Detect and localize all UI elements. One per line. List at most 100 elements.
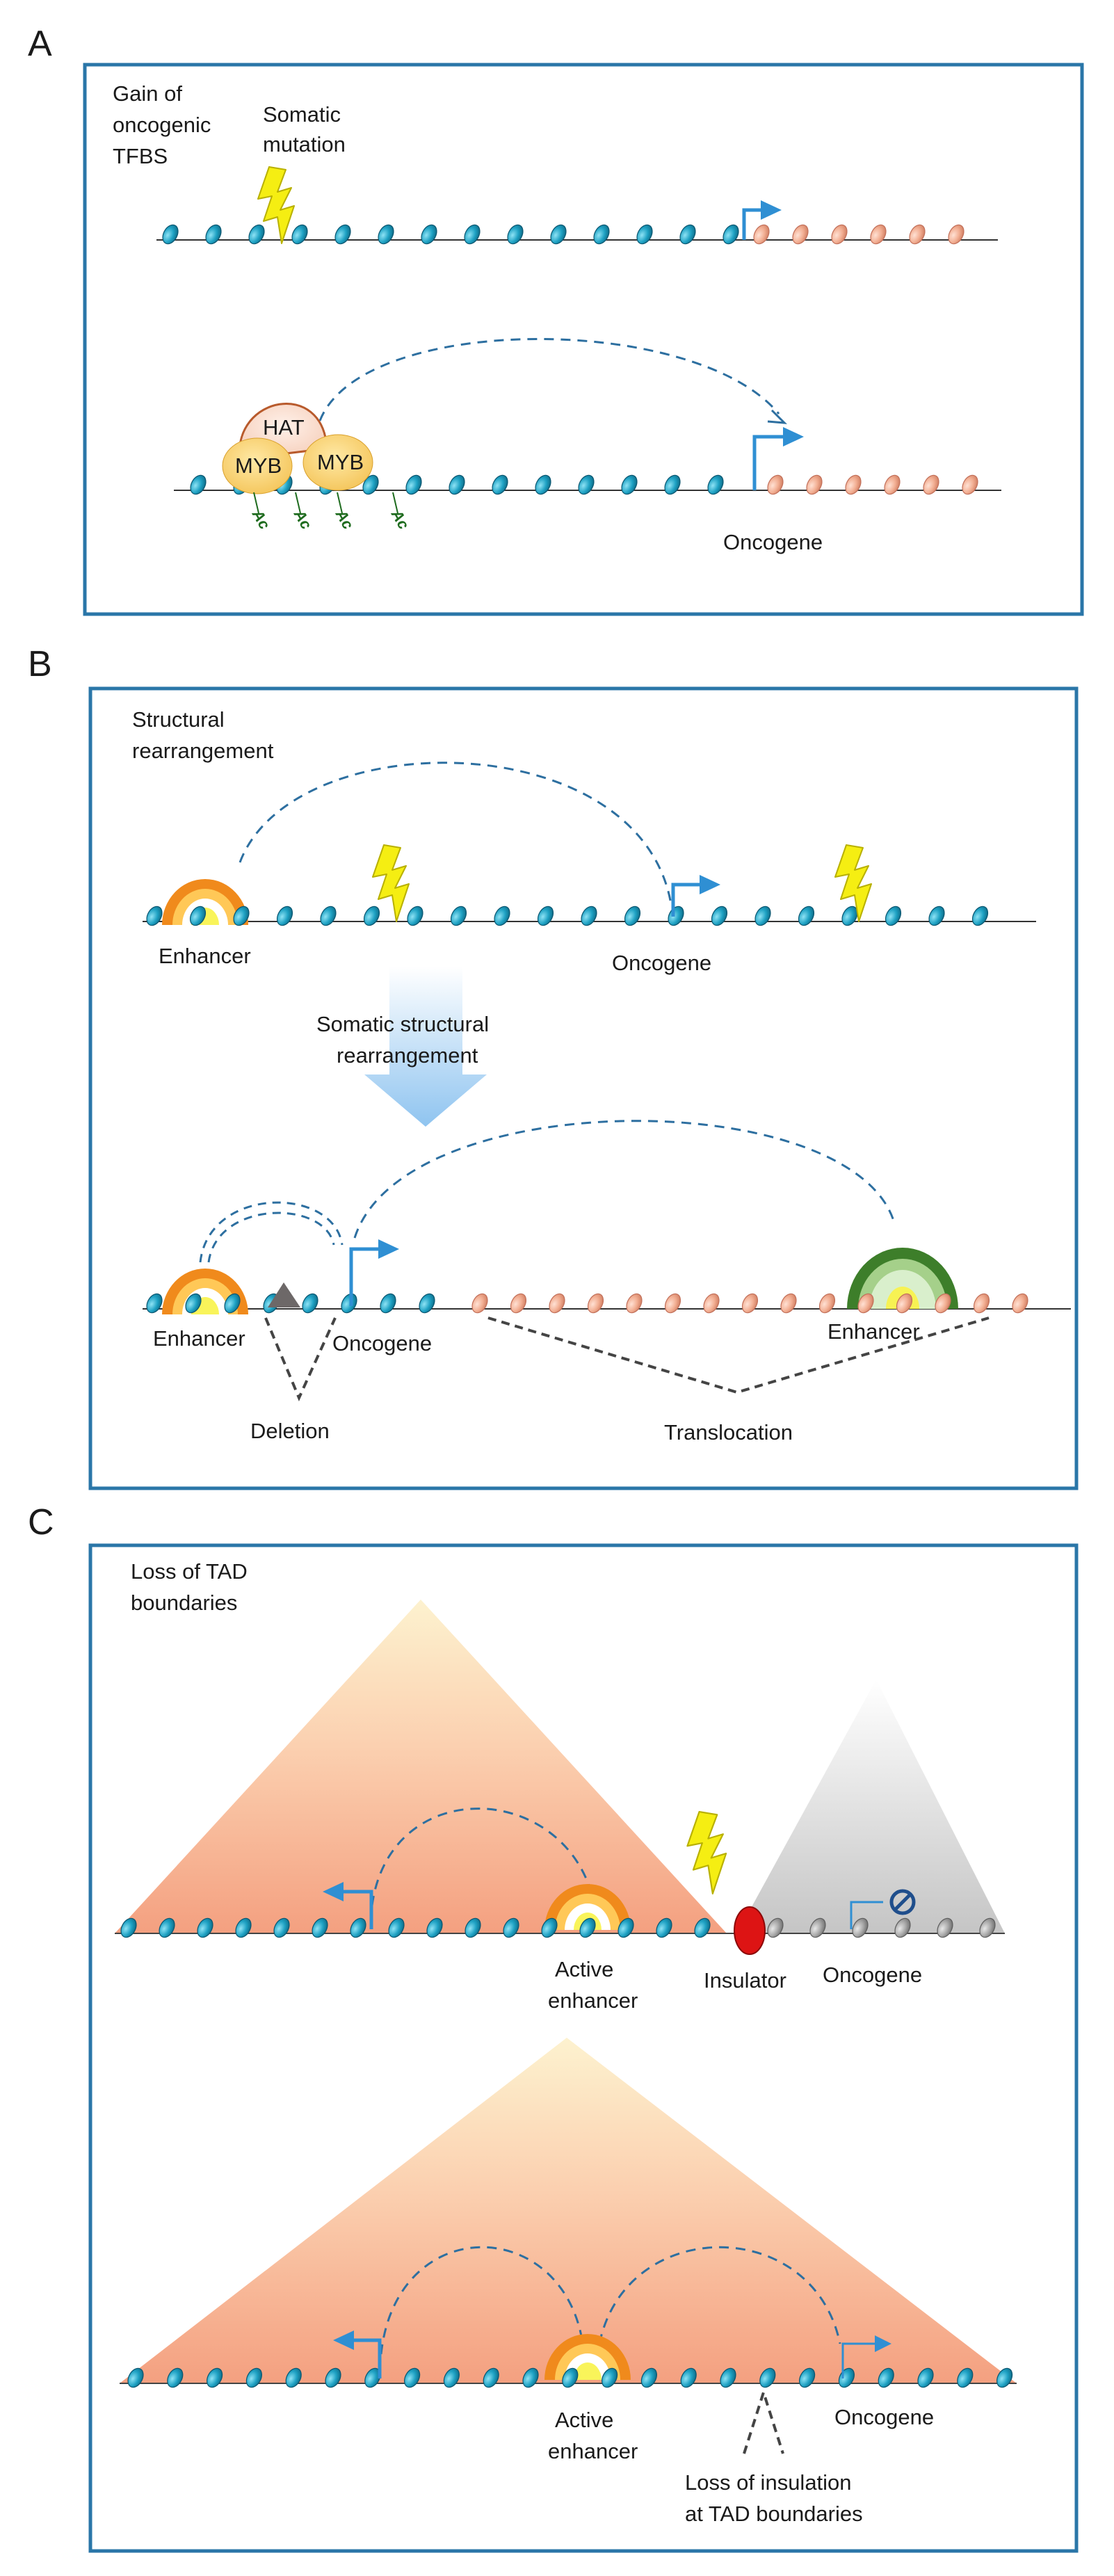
panel-b-frame <box>88 686 1079 1490</box>
panel-label-c: C <box>28 1502 54 1543</box>
nucleosome-gene <box>944 221 968 248</box>
active-enhancer-label-line2: enhancer <box>548 1988 638 2013</box>
nucleosome-active <box>374 221 398 248</box>
hat-label: HAT <box>263 415 305 440</box>
nucleosome-gene <box>1008 1290 1032 1317</box>
nucleosome-active <box>503 221 527 248</box>
nucleosome-active <box>202 221 225 248</box>
panel-b-bottom-strand: Enhancer Oncogene Enhancer Deletion Tran… <box>143 1120 1071 1444</box>
panel-a-title: Gain of oncogenic TFBS <box>113 81 211 168</box>
nucleosome-gene <box>828 221 851 248</box>
nucleosome-active <box>460 221 484 248</box>
nucleosome-gene <box>468 1290 492 1317</box>
nucleosome-active <box>704 472 727 498</box>
tss-arrow-icon <box>323 1882 373 1929</box>
nucleosome-active <box>676 221 700 248</box>
panel-a-bottom-strand: HAT MYB MYB Ac Ac Ac Ac <box>174 338 1001 554</box>
translocation-label: Translocation <box>664 1420 793 1444</box>
nucleosome-active <box>186 472 210 498</box>
nucleosome-gene <box>789 221 812 248</box>
nucleosome-gene <box>738 1290 761 1317</box>
rearrangement-arrow-icon <box>364 967 487 1127</box>
nucleosome-active <box>298 1290 322 1317</box>
myb-protein-1: MYB <box>222 437 293 494</box>
nucleosome-active <box>795 903 818 929</box>
nucleosome-gene-group <box>764 472 982 498</box>
nucleosome-active <box>316 903 340 929</box>
nucleosome-gene <box>905 221 929 248</box>
nucleosome-active <box>577 903 601 929</box>
nucleosome-active <box>590 221 613 248</box>
nucleosome-active <box>751 903 775 929</box>
rearrangement-label-line2: rearrangement <box>337 1043 478 1068</box>
nucleosome-active <box>664 903 688 929</box>
tss-arrow-icon <box>349 1239 399 1306</box>
nucleosome-active <box>337 1290 361 1317</box>
nucleosome-active <box>882 903 905 929</box>
nucleosome-gene <box>507 1290 530 1317</box>
nucleosome-gene <box>880 472 904 498</box>
nucleosome-gene <box>750 221 773 248</box>
panel-c-lower: Active enhancer Oncogene Loss of insulat… <box>120 2038 1017 2526</box>
somatic-mutation-line2: mutation <box>263 132 346 156</box>
panel-label-b: B <box>28 644 52 684</box>
nucleosome-active <box>574 472 598 498</box>
oncogene-label-c-top: Oncogene <box>823 1963 922 1987</box>
panel-a-title-line2: oncogenic <box>113 113 211 137</box>
deletion-marker-icon <box>268 1282 300 1307</box>
panel-a-title-line3: TFBS <box>113 144 168 168</box>
nucleosome-active <box>415 1290 439 1317</box>
enhancer-oncogene-loop <box>207 1211 335 1263</box>
tss-arrow-icon <box>671 875 720 917</box>
tss-arrow-icon <box>742 200 782 240</box>
myb-protein-2: MYB <box>302 434 373 491</box>
enhancer-label-b-bottom-right: Enhancer <box>828 1319 920 1344</box>
nucleosome-gene <box>622 1290 646 1317</box>
enhancer-label-b-bottom-left: Enhancer <box>153 1326 245 1351</box>
nucleosome-active <box>447 903 470 929</box>
nucleosome-gene <box>545 1290 569 1317</box>
nucleosome-gene <box>584 1290 607 1317</box>
enhancer-promoter-loop <box>318 338 780 421</box>
tss-arrow-icon <box>333 2331 382 2378</box>
nucleosome-active <box>159 221 182 248</box>
nucleosome-active <box>547 221 570 248</box>
acetylation-marks: Ac Ac Ac Ac <box>248 492 412 532</box>
nucleosome-active <box>534 903 557 929</box>
nucleosome-gene <box>661 1290 684 1317</box>
active-enhancer-label-line2-lower: enhancer <box>548 2439 638 2463</box>
nucleosome-gene <box>700 1290 723 1317</box>
nucleosome-active <box>488 472 512 498</box>
panel-b-top-strand: Enhancer Oncogene <box>143 762 1036 975</box>
panel-b-title-line1: Structural <box>132 707 225 732</box>
mutation-bolt-icon <box>686 1810 727 1895</box>
merged-tad-triangle <box>120 2038 1017 2383</box>
panel-c-title-line2: boundaries <box>131 1591 237 1615</box>
nucleosome-active-group <box>159 221 743 248</box>
nucleosome-active <box>621 903 644 929</box>
nucleosome-active <box>617 472 641 498</box>
translocated-enhancer-loop <box>353 1120 895 1239</box>
panel-a-title-line1: Gain of <box>113 81 182 106</box>
nucleosome-gene <box>764 472 787 498</box>
ac-mark-2: Ac <box>290 506 315 533</box>
panel-a-frame <box>83 63 1084 616</box>
oncogene-label-b-bottom: Oncogene <box>332 1331 432 1355</box>
nucleosome-active <box>376 1290 400 1317</box>
nucleosome-gene <box>958 472 982 498</box>
ac-mark-3: Ac <box>332 506 357 533</box>
nucleosome-active <box>403 903 427 929</box>
nucleosome-active <box>531 472 555 498</box>
nucleosome-gene <box>841 472 865 498</box>
oncogene-label-b-top: Oncogene <box>612 951 711 975</box>
nucleosome-gene <box>970 1290 993 1317</box>
enhancer-oncogene-loop <box>199 1201 344 1263</box>
nucleosome-gene-group <box>750 221 968 248</box>
nucleosome-active <box>719 221 743 248</box>
insulator-icon <box>734 1906 766 1955</box>
nucleosome-active <box>925 903 948 929</box>
enhancer-promoter-loop <box>239 762 672 905</box>
ac-mark-1: Ac <box>248 506 273 533</box>
oncogene-label-c-bottom: Oncogene <box>834 2405 934 2429</box>
